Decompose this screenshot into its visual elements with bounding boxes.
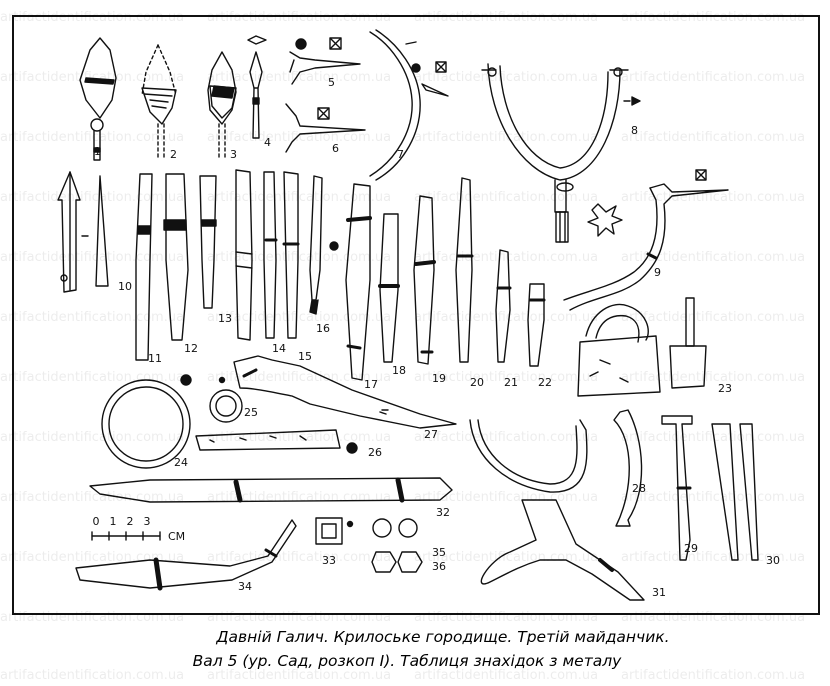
item-number: 29	[684, 542, 698, 555]
item-number: 12	[184, 342, 198, 355]
item-number: 32	[436, 506, 450, 519]
artifact-5-arrowhead	[289, 37, 361, 85]
artifact-16-awl	[309, 175, 339, 315]
item-number: 5	[328, 76, 335, 89]
scale-tick-label: 3	[144, 515, 151, 528]
item-number: 31	[652, 586, 666, 599]
artifact-9-spur	[563, 169, 729, 311]
item-number-labels: 1 2 3 4 5 6 7 8 9 10 11 12 13 14 15 16 1…	[94, 76, 780, 599]
artifact-2-spearhead	[141, 44, 177, 161]
artifact-13-knife	[199, 175, 217, 309]
artifact-21-knife	[495, 249, 512, 363]
item-number: 14	[272, 342, 286, 355]
item-number: 6	[332, 142, 339, 155]
artifact-32-bar	[89, 477, 453, 503]
item-number: 10	[118, 280, 132, 293]
artifact-17-knife	[345, 183, 389, 411]
item-number: 23	[718, 382, 732, 395]
item-number: 27	[424, 428, 438, 441]
artifact-10-arrowhead	[57, 171, 109, 293]
item-number: 8	[631, 124, 638, 137]
artifact-33-buckle	[315, 517, 354, 545]
artifact-27-key	[233, 355, 457, 429]
artifact-11-knife	[135, 173, 153, 361]
artifact-26-bar	[195, 429, 358, 454]
artifact-8-spur	[481, 63, 641, 243]
item-number: 15	[298, 350, 312, 363]
scale-tick-label: 0	[93, 515, 100, 528]
item-number: 34	[238, 580, 252, 593]
artifact-20-knife	[455, 177, 474, 363]
item-number: 35	[432, 546, 446, 559]
item-number: 2	[170, 148, 177, 161]
scale-unit-label: СМ	[168, 530, 185, 543]
artifact-15-knife	[282, 171, 300, 339]
scale-bar	[91, 531, 161, 541]
item-number: 26	[368, 446, 382, 459]
artifact-12-knife	[163, 173, 189, 341]
item-number: 7	[397, 148, 404, 161]
item-number: 25	[244, 406, 258, 419]
item-number: 17	[364, 378, 378, 391]
item-number: 4	[264, 136, 271, 149]
caption-line-2: Вал 5 (ур. Сад, розкоп I). Таблиця знахі…	[192, 652, 622, 670]
item-number: 33	[322, 554, 336, 567]
artifact-35-36-items	[371, 518, 423, 573]
item-number: 22	[538, 376, 552, 389]
artifact-4-arrowhead	[247, 35, 267, 139]
artifact-18-knife	[378, 213, 400, 363]
artifact-14-knife	[235, 169, 278, 341]
artifact-6-arrowhead	[285, 103, 366, 153]
artifact-7-rod	[369, 29, 449, 181]
artifact-28-hook	[613, 409, 643, 527]
item-number: 21	[504, 376, 518, 389]
item-number: 30	[766, 554, 780, 567]
artifact-34-blade	[75, 519, 297, 591]
artifact-3-spearhead	[207, 51, 237, 159]
scale-tick-label: 2	[127, 515, 134, 528]
caption-line-1: Давній Галич. Крилоське городище. Третій…	[216, 628, 670, 646]
artifact-1-spearhead	[79, 37, 117, 161]
artifact-31-spur	[469, 419, 645, 601]
item-number: 9	[654, 266, 661, 279]
artifact-19-knife	[413, 195, 436, 365]
scale-labels: 0 1 2 3 СМ	[93, 515, 186, 543]
item-number: 19	[432, 372, 446, 385]
artifact-23-padlock	[577, 297, 707, 397]
item-number: 20	[470, 376, 484, 389]
artifact-24-ring	[101, 374, 192, 469]
item-number: 13	[218, 312, 232, 325]
item-number: 3	[230, 148, 237, 161]
artifact-22-knife	[527, 283, 546, 367]
artifact-29-nail	[661, 415, 693, 561]
artifact-25-ring	[209, 376, 243, 423]
item-number: 24	[174, 456, 188, 469]
scale-tick-label: 1	[110, 515, 117, 528]
item-number: 36	[432, 560, 446, 573]
item-number: 28	[632, 482, 646, 495]
item-number: 11	[148, 352, 162, 365]
item-number: 1	[94, 145, 101, 158]
item-number: 18	[392, 364, 406, 377]
item-number: 16	[316, 322, 330, 335]
artifact-30-tweezers	[711, 423, 759, 561]
